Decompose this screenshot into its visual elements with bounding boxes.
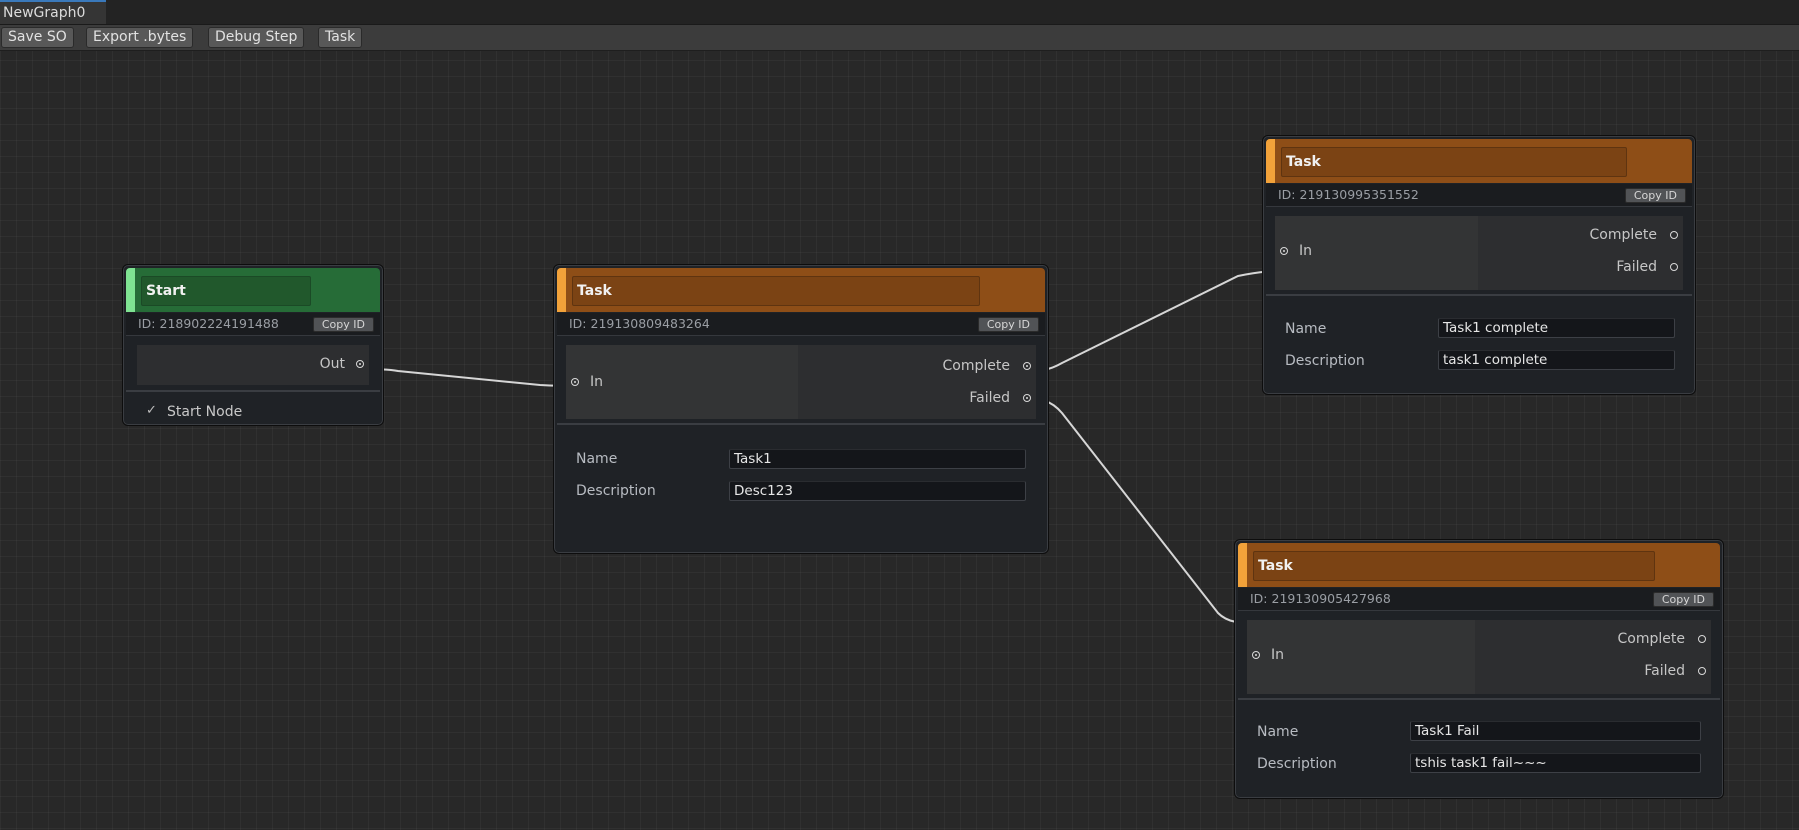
header-accent-stripe <box>1238 543 1247 587</box>
header-accent-stripe <box>126 268 135 312</box>
complete-port-label: Complete <box>1617 631 1685 647</box>
description-field-label: Description <box>576 483 656 499</box>
task-node-header[interactable]: Task <box>1266 139 1692 183</box>
debug-step-button[interactable]: Debug Step <box>208 27 305 48</box>
complete-port-icon[interactable] <box>1023 362 1031 370</box>
complete-port-label: Complete <box>1589 227 1657 243</box>
failed-port-label: Failed <box>1616 259 1657 275</box>
node-id-text: ID: 219130809483264 <box>569 316 710 331</box>
complete-port-icon[interactable] <box>1670 231 1678 239</box>
complete-port-label: Complete <box>942 358 1010 374</box>
description-field-label: Description <box>1257 756 1337 772</box>
out-port-icon[interactable] <box>356 360 364 368</box>
copy-id-button[interactable]: Copy ID <box>1652 592 1714 607</box>
name-field-label: Name <box>1257 724 1299 740</box>
name-field[interactable]: Task1 <box>729 449 1026 469</box>
save-so-button[interactable]: Save SO <box>1 27 74 48</box>
header-accent-stripe <box>1266 139 1275 183</box>
node-title: Task <box>1281 147 1627 177</box>
description-field[interactable]: task1 complete <box>1438 350 1675 370</box>
graph-canvas[interactable]: Start ID: 218902224191488 Copy ID Out ✓ … <box>0 51 1799 830</box>
failed-port-label: Failed <box>969 390 1010 406</box>
description-field-label: Description <box>1285 353 1365 369</box>
in-port-icon[interactable] <box>1252 651 1260 659</box>
node-divider <box>557 423 1045 425</box>
input-ports <box>566 345 798 419</box>
copy-id-button[interactable]: Copy ID <box>977 317 1039 332</box>
ports-area: In Complete Failed <box>566 345 1036 419</box>
node-divider <box>1238 698 1720 700</box>
edge-task1-complete-to-taskcomplete-in <box>1022 270 1287 372</box>
header-accent-stripe <box>557 268 566 312</box>
in-port-label: In <box>590 374 604 390</box>
start-node-header[interactable]: Start <box>126 268 380 312</box>
node-divider <box>126 390 380 392</box>
node-id-row: ID: 219130809483264 Copy ID <box>557 313 1045 336</box>
in-port-icon[interactable] <box>1280 247 1288 255</box>
out-port-label: Out <box>319 356 345 372</box>
input-ports <box>1247 620 1475 694</box>
name-field-label: Name <box>1285 321 1327 337</box>
output-ports: Out <box>137 345 369 385</box>
export-bytes-button[interactable]: Export .bytes <box>86 27 194 48</box>
complete-port-icon[interactable] <box>1698 635 1706 643</box>
input-ports <box>1275 216 1478 290</box>
node-title: Task <box>572 276 980 306</box>
name-field-label: Name <box>576 451 618 467</box>
failed-port-icon[interactable] <box>1023 394 1031 402</box>
description-field[interactable]: Desc123 <box>729 481 1026 501</box>
tab-bar: NewGraph0 <box>0 0 1799 25</box>
node-id-text: ID: 219130905427968 <box>1250 591 1391 606</box>
failed-port-icon[interactable] <box>1670 263 1678 271</box>
node-id-row: ID: 219130995351552 Copy ID <box>1266 184 1692 207</box>
toolbar: Save SO Export .bytes Debug Step Task <box>0 25 1799 51</box>
task-node-header[interactable]: Task <box>1238 543 1720 587</box>
description-field[interactable]: tshis task1 fail~~~ <box>1410 753 1701 773</box>
node-id-text: ID: 219130995351552 <box>1278 187 1419 202</box>
ports-area: In Complete Failed <box>1247 620 1711 694</box>
edge-start-out-to-task1-in <box>357 368 578 387</box>
node-id-row: ID: 218902224191488 Copy ID <box>126 313 380 336</box>
copy-id-button[interactable]: Copy ID <box>1624 188 1686 203</box>
in-port-icon[interactable] <box>571 378 579 386</box>
node-id-row: ID: 219130905427968 Copy ID <box>1238 588 1720 611</box>
edge-task1-failed-to-taskfail-in <box>1022 398 1259 624</box>
in-port-label: In <box>1271 647 1285 663</box>
task-node-header[interactable]: Task <box>557 268 1045 312</box>
ports-area: In Complete Failed <box>1275 216 1683 290</box>
start-node-toggle-label: Start Node <box>167 404 243 420</box>
task-node-task1-fail[interactable]: Task ID: 219130905427968 Copy ID In Comp… <box>1234 539 1724 799</box>
task-node-task1-complete[interactable]: Task ID: 219130995351552 Copy ID In Comp… <box>1262 135 1696 395</box>
node-title: Start <box>141 276 311 306</box>
node-id-text: ID: 218902224191488 <box>138 316 279 331</box>
name-field[interactable]: Task1 Fail <box>1410 721 1701 741</box>
node-divider <box>1266 294 1692 296</box>
start-node-checkbox-icon[interactable]: ✓ <box>146 403 157 418</box>
tab-newgraph0[interactable]: NewGraph0 <box>0 0 106 24</box>
node-title: Task <box>1253 551 1655 581</box>
name-field[interactable]: Task1 complete <box>1438 318 1675 338</box>
failed-port-icon[interactable] <box>1698 667 1706 675</box>
start-node[interactable]: Start ID: 218902224191488 Copy ID Out ✓ … <box>122 264 384 426</box>
task-button[interactable]: Task <box>318 27 363 48</box>
task-node-task1[interactable]: Task ID: 219130809483264 Copy ID In Comp… <box>553 264 1049 554</box>
copy-id-button[interactable]: Copy ID <box>312 317 374 332</box>
in-port-label: In <box>1299 243 1313 259</box>
failed-port-label: Failed <box>1644 663 1685 679</box>
